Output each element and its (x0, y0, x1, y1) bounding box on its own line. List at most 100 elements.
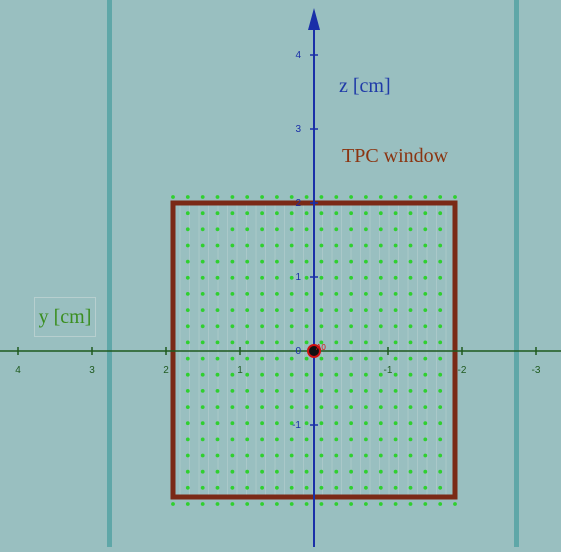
grid-dot (245, 324, 250, 329)
grid-dot (438, 389, 443, 393)
grid-dot (215, 292, 220, 296)
grid-dot (245, 243, 250, 248)
grid-dot (364, 340, 368, 345)
grid-dot (438, 211, 443, 216)
grid-dot (185, 227, 190, 232)
y-axis-label: y [cm] (34, 297, 96, 337)
grid-dot (200, 308, 205, 312)
grid-dot (438, 453, 443, 458)
grid-dot (334, 502, 339, 506)
grid-dot (364, 421, 368, 426)
grid-dot (423, 275, 428, 280)
grid-dot (349, 227, 353, 232)
grid-dot (408, 308, 413, 312)
grid-dot (378, 292, 383, 296)
grid-dot (319, 356, 324, 361)
grid-dot (275, 243, 279, 248)
grid-dot (438, 275, 443, 280)
grid-dot (230, 372, 235, 377)
grid-dot (215, 502, 220, 506)
grid-dot (378, 453, 383, 458)
grid-dot (408, 227, 413, 232)
grid-dot (304, 340, 309, 345)
grid-dot (289, 437, 294, 442)
grid-dot (275, 453, 279, 458)
grid-dot (230, 211, 235, 216)
grid-dot (319, 502, 324, 506)
grid-dot (185, 437, 190, 442)
grid-dot (245, 405, 250, 409)
grid-dot (364, 453, 368, 458)
grid-dot (215, 324, 220, 329)
grid-dot (408, 211, 413, 216)
grid-dot (393, 485, 398, 490)
grid-dot (438, 356, 443, 361)
grid-dot (304, 275, 309, 280)
grid-dot (304, 421, 309, 426)
z-tick-label: 4 (295, 50, 301, 61)
z-tick-label: -1 (292, 420, 301, 431)
grid-dot (260, 340, 264, 345)
grid-dot (275, 405, 279, 409)
grid-dot (245, 372, 250, 377)
grid-dot (200, 292, 205, 296)
grid-dot (230, 405, 235, 409)
grid-dot (275, 372, 279, 377)
grid-dot (408, 502, 413, 506)
grid-dot (200, 389, 205, 393)
grid-dot (275, 356, 279, 361)
grid-dot (349, 292, 353, 296)
grid-dot (378, 405, 383, 409)
grid-dot (304, 259, 309, 264)
grid-dot (289, 195, 294, 199)
grid-dot (408, 356, 413, 361)
grid-dot (319, 453, 324, 458)
grid-dot (319, 421, 324, 426)
grid-dot (304, 211, 309, 216)
grid-dot (423, 356, 428, 361)
grid-dot (230, 227, 235, 232)
grid-dot (185, 389, 190, 393)
grid-dot (319, 340, 324, 345)
grid-dot (200, 243, 205, 248)
grid-dot (393, 308, 398, 312)
grid-dot (275, 227, 279, 232)
grid-dot (289, 211, 294, 216)
grid-dot (364, 275, 368, 280)
grid-dot (438, 372, 443, 377)
z-axis-label: z [cm] (339, 75, 391, 97)
grid-dot (245, 453, 250, 458)
grid-dot (185, 453, 190, 458)
grid-dot (408, 485, 413, 490)
grid-dot (423, 502, 428, 506)
grid-dot (200, 453, 205, 458)
grid-dot (423, 469, 428, 474)
grid-dot (334, 372, 339, 377)
grid-dot (438, 405, 443, 409)
grid-dot (453, 502, 457, 506)
grid-dot (304, 453, 309, 458)
grid-dot (275, 469, 279, 474)
grid-dot (364, 356, 368, 361)
origin-point[interactable] (307, 344, 321, 358)
grid-dot (378, 195, 383, 199)
grid-dot (289, 389, 294, 393)
grid-dot (260, 292, 264, 296)
grid-dot (260, 469, 264, 474)
grid-dot (334, 389, 339, 393)
y-tick-label: 1 (237, 365, 243, 376)
y-tick-label: -3 (532, 365, 541, 376)
grid-dot (349, 275, 353, 280)
grid-dot (215, 389, 220, 393)
grid-dot (245, 195, 250, 199)
grid-dot (230, 437, 235, 442)
grid-dot (423, 292, 428, 296)
grid-dot (393, 469, 398, 474)
grid-dot (200, 324, 205, 329)
grid-dot (334, 405, 339, 409)
grid-dot (378, 227, 383, 232)
grid-dot (393, 259, 398, 264)
grid-dot (289, 243, 294, 248)
grid-dot (185, 243, 190, 248)
